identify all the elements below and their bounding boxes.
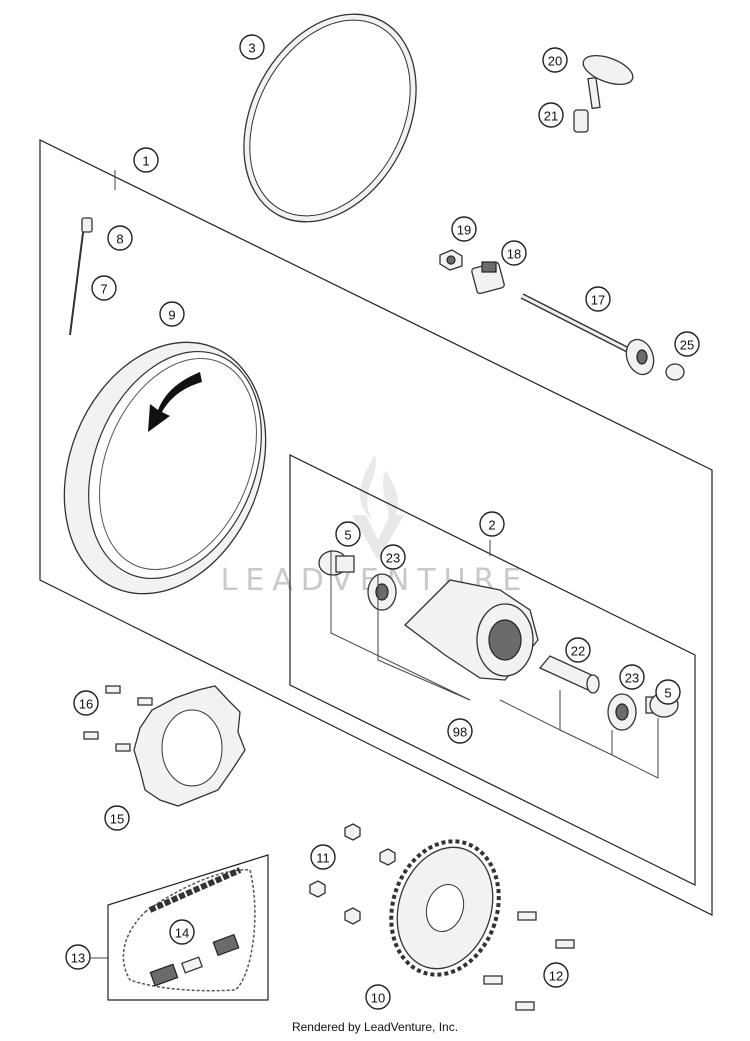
callout-18: 18 [501,240,527,266]
callout-10: 10 [365,984,391,1010]
callout-1: 1 [133,147,159,173]
spacer-left-part [318,550,355,576]
leader-lines [88,170,659,959]
callout-number: 8 [116,232,123,247]
watermark-logo [352,455,404,560]
callout-98: 98 [447,718,473,744]
brake-disc-part [133,685,246,807]
callout-7: 7 [91,275,117,301]
callout-25: 25 [674,331,700,357]
callout-16: 16 [73,690,99,716]
callout-number: 1 [142,154,149,169]
drive-chain-part [122,867,256,992]
callout-number: 11 [316,851,330,866]
callout-5: 5 [655,679,681,705]
footer-credit: Rendered by LeadVenture, Inc. [291,1020,459,1034]
bearing-right-part [607,693,637,731]
axle-nut-small-part [439,249,463,271]
callout-number: 3 [248,41,255,56]
callout-number: 5 [664,686,671,701]
callout-number: 19 [457,223,471,238]
callout-22: 22 [565,637,591,663]
hub-part [404,579,539,681]
callout-2: 2 [479,511,505,537]
callout-number: 5 [344,528,351,543]
callout-number: 16 [79,697,93,712]
callout-12: 12 [543,962,569,988]
hub-assembly-frame [289,454,696,886]
callout-number: 12 [549,969,563,984]
callout-number: 23 [625,671,639,686]
callout-labels: 1235578910111213141516171819202122232325… [65,34,700,1010]
callout-number: 25 [680,338,694,353]
chain-frame [107,854,269,1001]
callout-20: 20 [542,47,568,73]
sprocket-bolt-part [483,911,575,1011]
hub-sleeve-part [538,655,600,694]
chain-adjuster-part [471,261,505,295]
callout-21: 21 [538,102,564,128]
axle-nut-part [573,54,634,133]
rear-sprocket-part [389,839,501,977]
callout-19: 19 [451,216,477,242]
callout-17: 17 [585,286,611,312]
callout-23: 23 [619,664,645,690]
callout-number: 10 [371,991,385,1006]
callout-number: 13 [71,951,85,966]
callout-number: 9 [168,308,175,323]
callout-number: 7 [100,282,107,297]
axle-part [520,293,655,376]
callout-23: 23 [380,544,406,570]
callout-number: 2 [488,518,495,533]
rim-band-part [243,13,417,223]
callout-number: 22 [571,644,585,659]
spoke-part [69,217,93,336]
callout-15: 15 [104,805,130,831]
rim-part [63,341,267,595]
callout-5: 5 [335,521,361,547]
disc-bolt-part [83,685,153,752]
callout-number: 18 [507,247,521,262]
callout-13: 13 [65,944,91,970]
callout-number: 23 [386,551,400,566]
callout-number: 21 [544,109,558,124]
callout-number: 15 [110,812,124,827]
wheel-assembly-frame [39,139,713,916]
callout-number: 98 [453,725,467,740]
callout-number: 14 [175,926,189,941]
axle-cap-part [665,363,685,381]
callout-8: 8 [107,225,133,251]
callout-number: 20 [548,54,562,69]
callout-14: 14 [169,919,195,945]
callout-11: 11 [310,844,336,870]
bearing-left-part [367,573,397,611]
callout-3: 3 [239,34,265,60]
sprocket-nut-part [309,823,396,925]
callout-9: 9 [159,301,185,327]
callout-number: 17 [591,293,605,308]
